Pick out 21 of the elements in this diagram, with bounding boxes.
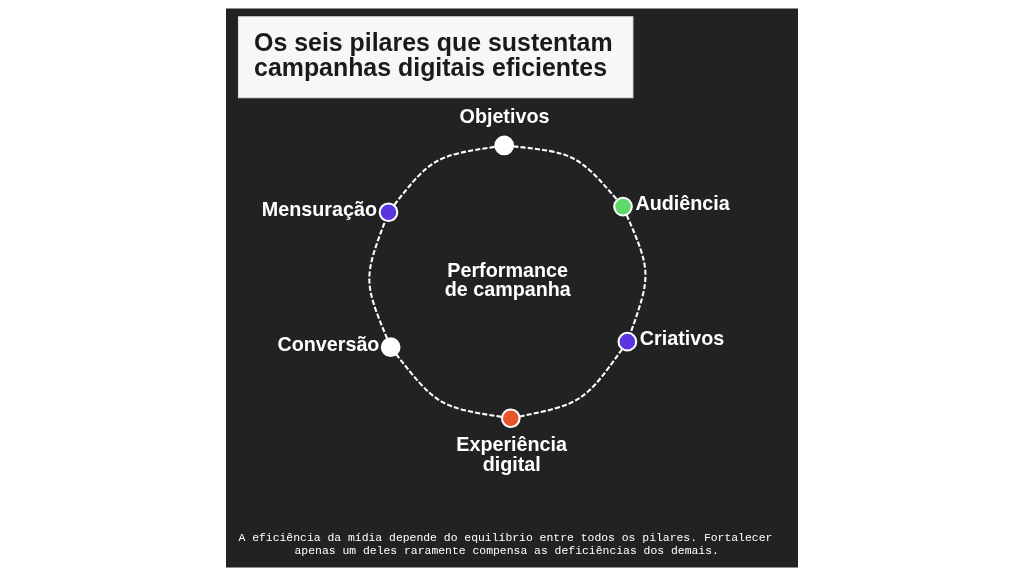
label: Performance de campanha (444, 258, 571, 301)
caption: A eficiência da mídia depende do equilíbrio entre todos os pilares. Fortalecer apenas um deles raramente compensa as deficiências dos demais. (238, 532, 773, 557)
node-label: Audiência (635, 192, 730, 215)
node-circle (494, 135, 515, 156)
connector (513, 145, 618, 201)
node-circle (500, 408, 521, 429)
node-circle (378, 202, 399, 223)
node-label: Conversão (277, 332, 380, 355)
connector (625, 214, 647, 334)
node-label: Experiência digital (456, 433, 567, 475)
connector (368, 220, 389, 340)
connector (393, 145, 496, 206)
connector (395, 353, 502, 418)
node-label: Criativos (639, 327, 725, 350)
diagram-title: Os seis pilares que sustentam campanhas digitais eficientes (254, 28, 613, 82)
node-circle (617, 331, 638, 352)
node-label: Objetivos (459, 105, 550, 128)
connector (519, 348, 624, 418)
node-circle (380, 337, 401, 358)
node-label: Mensuração (261, 198, 377, 221)
node-circle (613, 196, 633, 217)
